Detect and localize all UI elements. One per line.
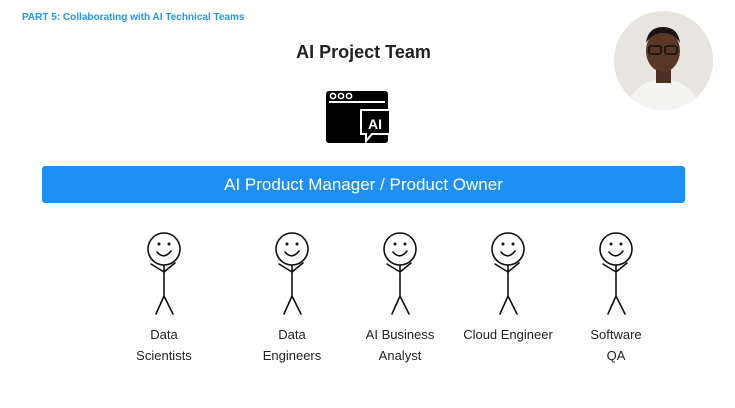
stick-figure-icon <box>599 232 633 315</box>
team-member: Data Scientists <box>104 232 224 366</box>
member-label-line1: Data <box>278 327 306 342</box>
member-label-line2: QA <box>606 348 626 363</box>
member-label-line1: Data <box>150 327 178 342</box>
member-label-line1: Cloud Engineer <box>463 327 553 342</box>
ai-window-icon: AI <box>326 91 391 144</box>
team-member: Software QA <box>556 232 676 366</box>
member-label: Data Engineers <box>232 324 352 366</box>
member-label-line1: AI Business <box>365 327 435 342</box>
member-label-line2: Engineers <box>262 348 322 363</box>
product-manager-label: AI Product Manager / Product Owner <box>224 174 503 194</box>
slide-title: AI Project Team <box>296 42 431 62</box>
team-member: AI Business Analyst <box>340 232 460 366</box>
stick-figure-icon <box>275 232 309 315</box>
member-label: AI Business Analyst <box>340 324 460 366</box>
presenter-image <box>614 11 713 110</box>
presenter-webcam <box>614 11 713 110</box>
member-label-line2: Analyst <box>378 348 422 363</box>
member-label-line2: Scientists <box>136 348 192 363</box>
member-label-line1: Software <box>590 327 642 342</box>
member-label: Software QA <box>556 324 676 366</box>
member-label: Cloud Engineer <box>448 324 568 345</box>
product-manager-bar: AI Product Manager / Product Owner <box>42 166 685 203</box>
ai-icon-text: AI <box>368 116 382 132</box>
stick-figure-icon <box>491 232 525 315</box>
section-label: PART 5: Collaborating with AI Technical … <box>22 12 245 23</box>
stick-figure-icon <box>383 232 417 315</box>
member-label: Data Scientists <box>104 324 224 366</box>
team-member: Data Engineers <box>232 232 352 366</box>
stick-figure-icon <box>147 232 181 315</box>
team-member: Cloud Engineer <box>448 232 568 345</box>
